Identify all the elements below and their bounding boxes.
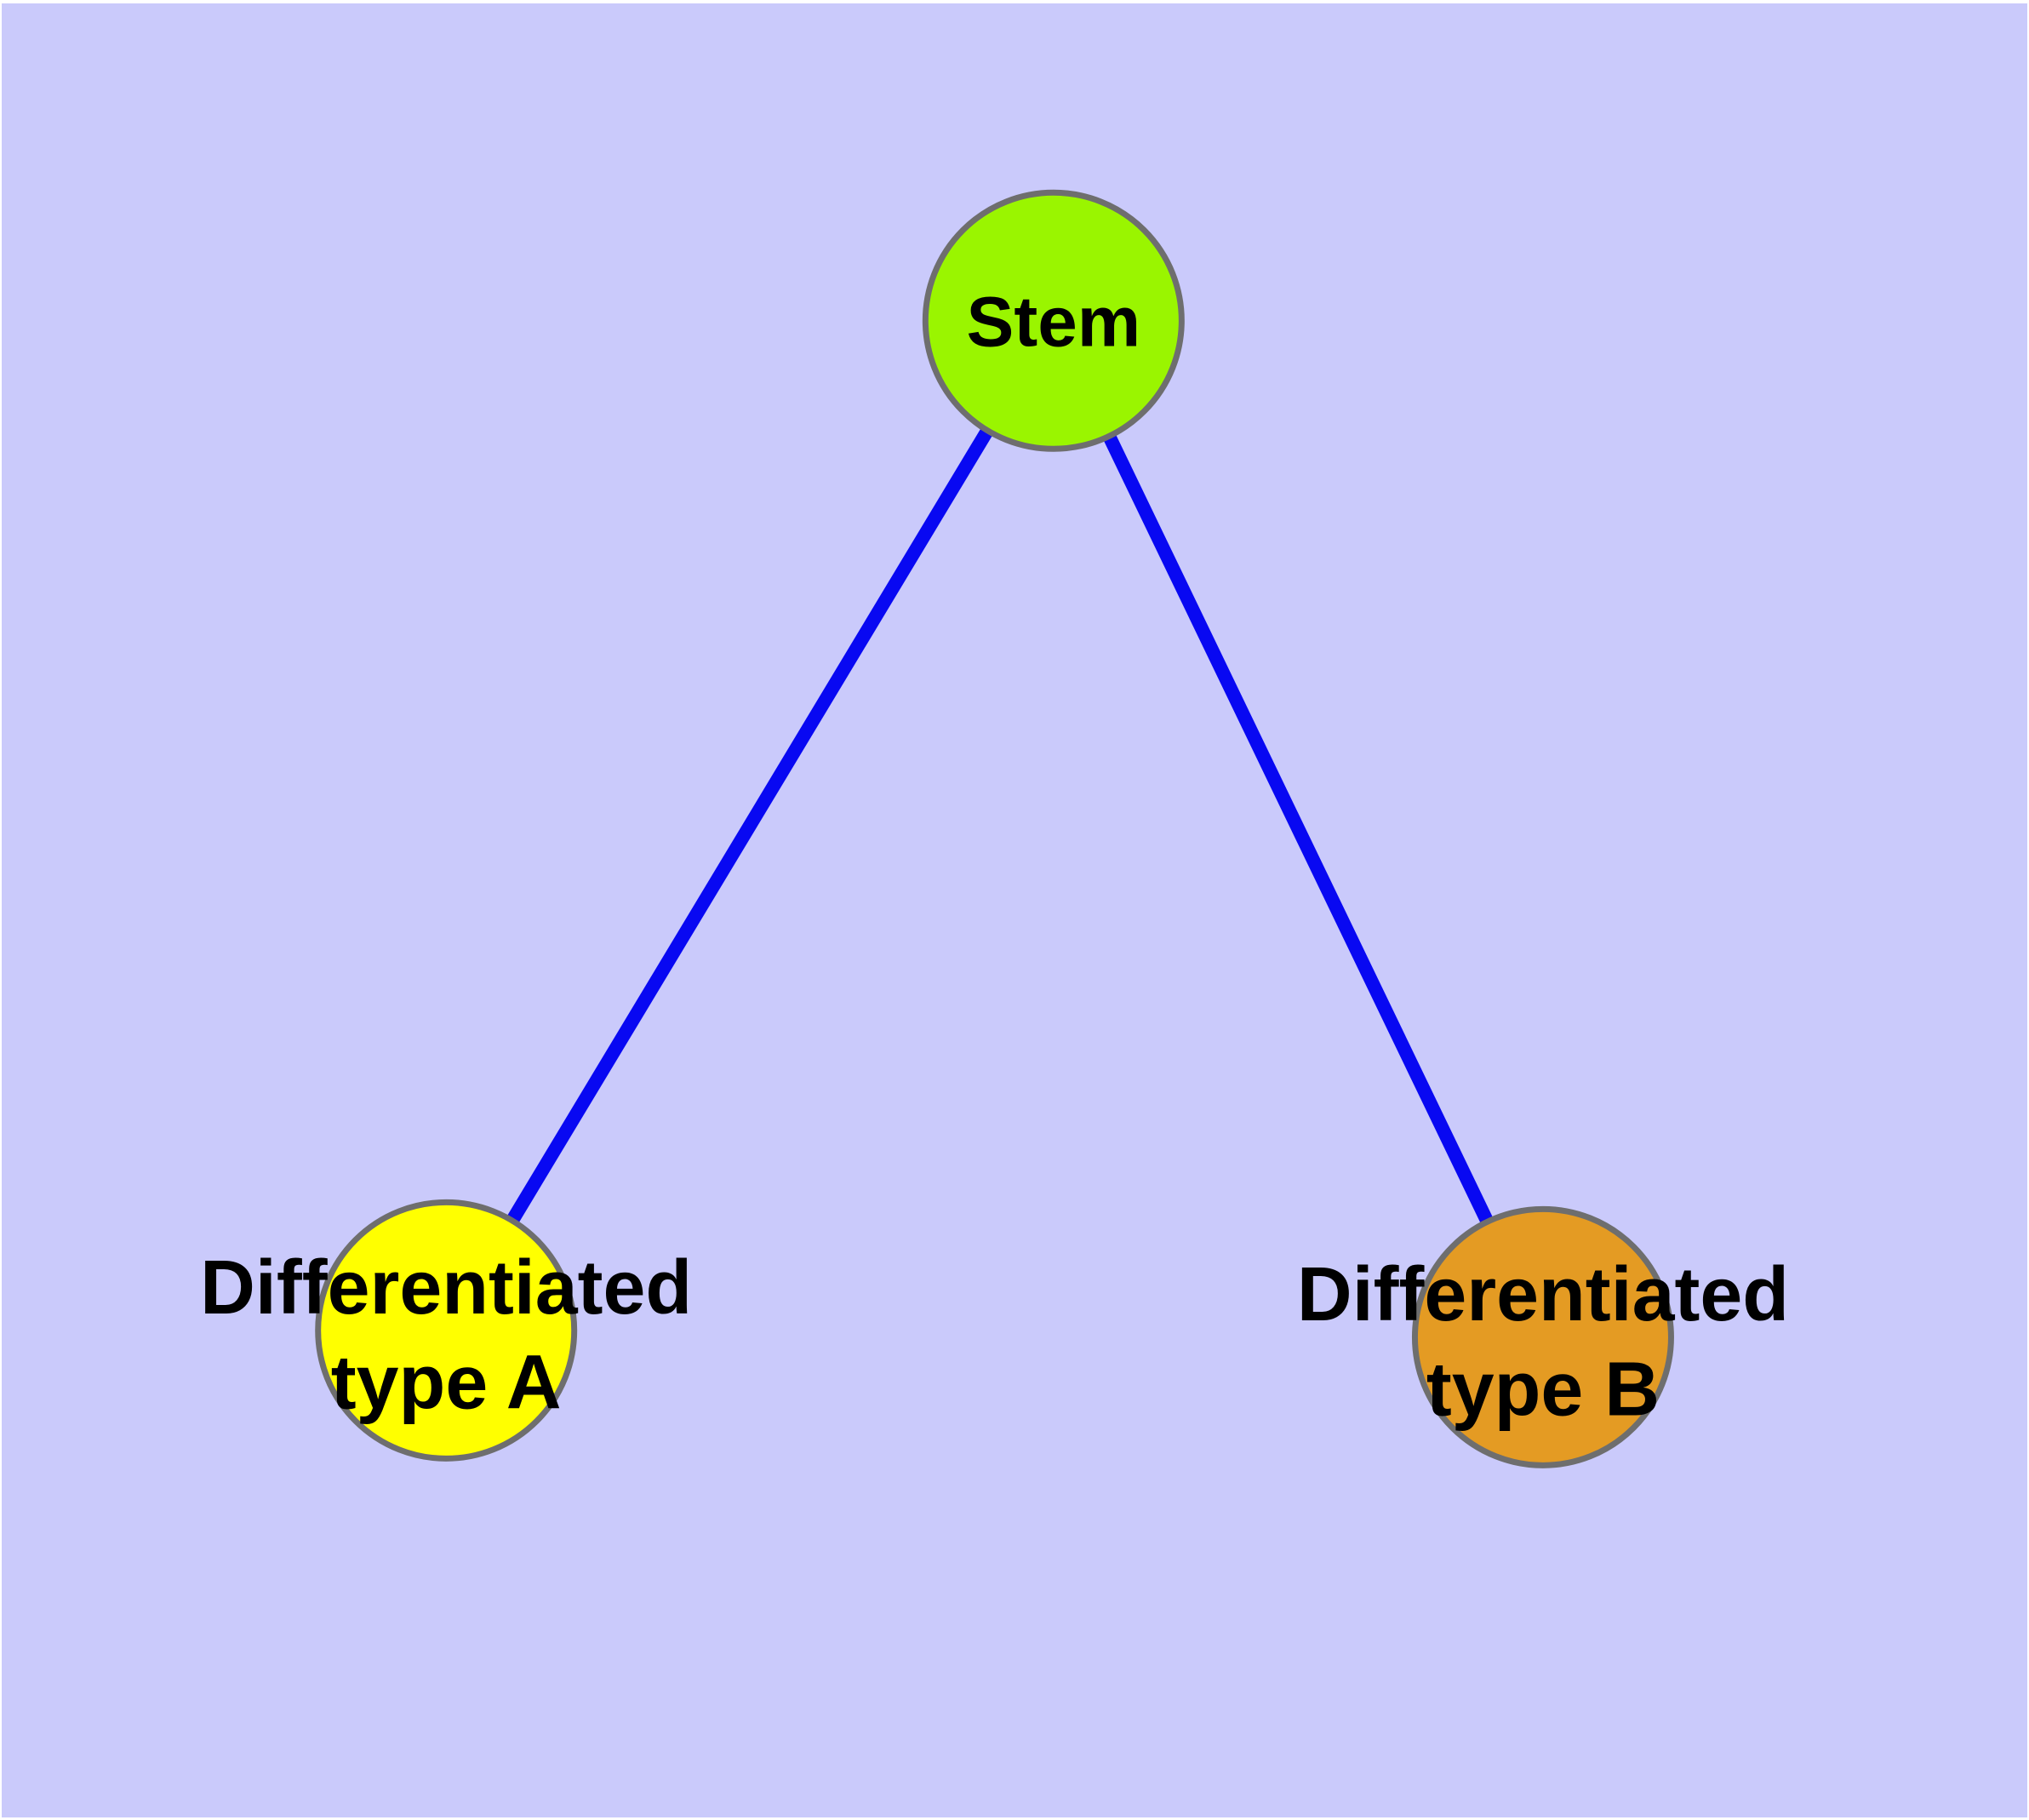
edge-stem-to-type-a xyxy=(440,317,1060,1334)
node-stem[interactable] xyxy=(922,189,1185,452)
node-label-stem: Stem xyxy=(966,282,1140,362)
edge-stem-to-type-b xyxy=(1047,318,1550,1341)
node-type-a[interactable] xyxy=(315,1199,578,1462)
node-type-b[interactable] xyxy=(1411,1205,1674,1468)
